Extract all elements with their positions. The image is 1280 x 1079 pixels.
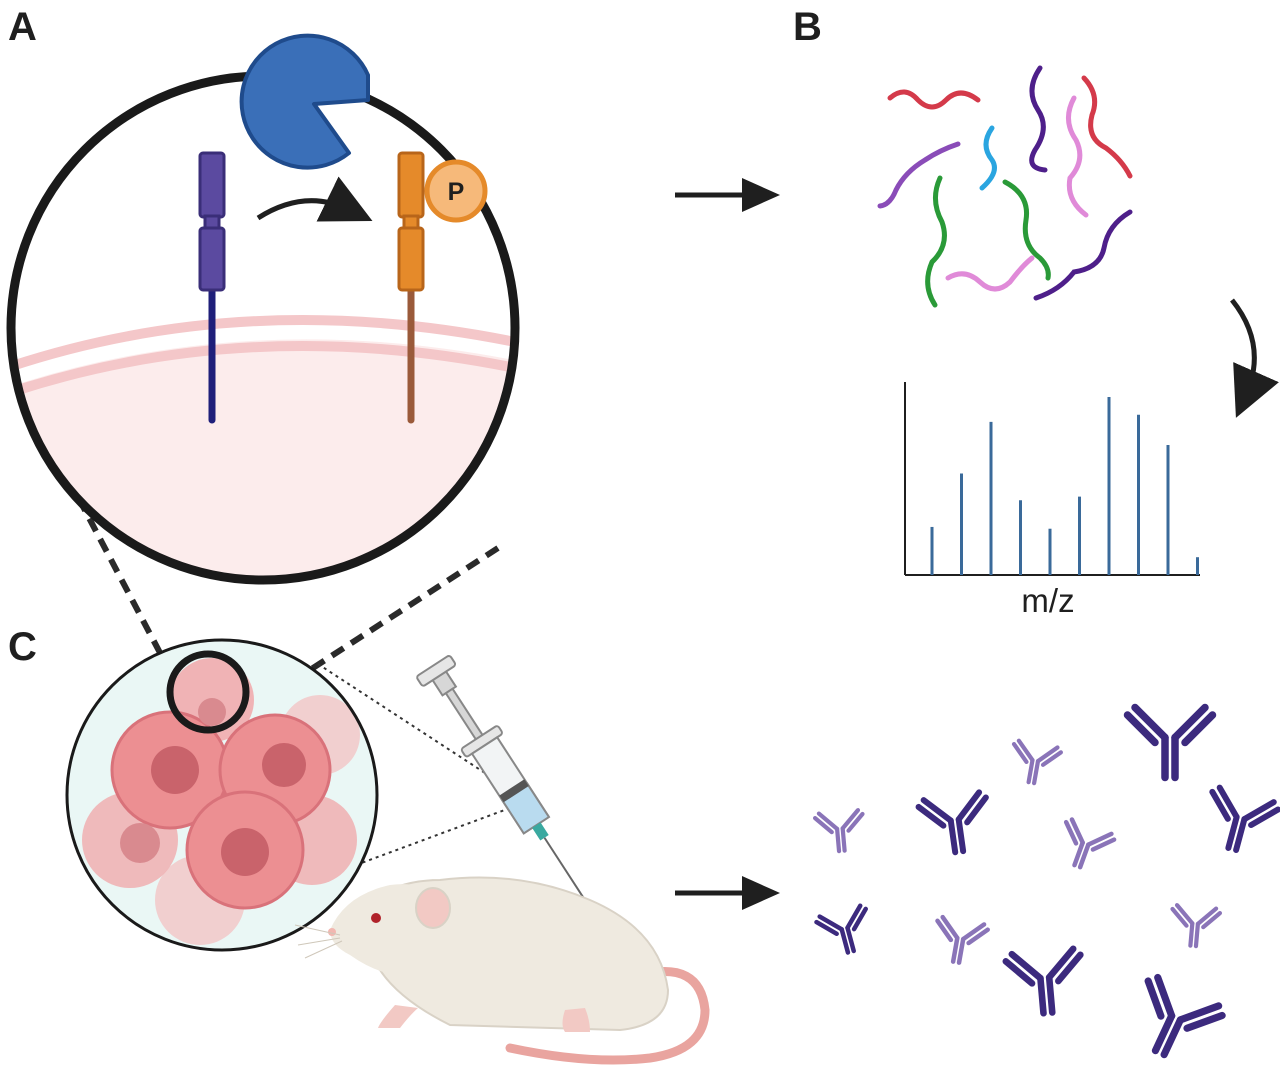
- mass-spectrum: m/z: [904, 382, 1200, 619]
- arrow-c-to-antibodies: [675, 876, 780, 910]
- mouse-icon: [294, 876, 710, 1065]
- membrane-inner: [11, 341, 515, 401]
- mouse-ear: [415, 887, 451, 929]
- antibody-icon: [1144, 973, 1226, 1059]
- spectrum-x-axis-label: m/z: [1021, 582, 1074, 619]
- antibody-icon: [812, 808, 865, 854]
- antibody-icon: [935, 914, 990, 965]
- tumor-zoom-dotted-lines: [317, 663, 511, 866]
- receptor-unphosphorylated: [198, 151, 226, 424]
- arrow-a-to-b: [675, 178, 780, 212]
- antibody-icon: [1002, 945, 1084, 1017]
- syringe-icon: [416, 655, 592, 910]
- phosphorylation-arrow: [256, 176, 373, 222]
- antibody-icon: [915, 789, 989, 856]
- zoom-region-circle: [166, 650, 250, 734]
- antibody-icon: [1123, 703, 1217, 782]
- curved-arrow-to-spectrum: [1230, 298, 1279, 418]
- mouse-tail: [505, 967, 710, 1065]
- kinase-enzyme-icon: [239, 33, 370, 170]
- antibody-icon: [1011, 738, 1063, 786]
- antibody-icon: [1209, 784, 1280, 854]
- panel-label-c: C: [8, 625, 37, 669]
- antibody-collection: [812, 703, 1280, 1059]
- membrane-outer: [11, 315, 515, 375]
- phosphate-label: P: [448, 178, 465, 206]
- peptide-fragments: [877, 65, 1133, 308]
- panel-label-a: A: [8, 5, 37, 49]
- antibody-icon: [1063, 817, 1117, 870]
- antibody-icon: [1170, 903, 1223, 949]
- tumor-cells: [65, 638, 379, 952]
- receptor-phosphorylated: [397, 151, 425, 424]
- phosphate-group: P: [424, 159, 488, 223]
- mouse-eye: [371, 913, 381, 923]
- panel-label-b: B: [793, 5, 822, 49]
- mouse-head: [330, 884, 443, 976]
- antibody-icon: [814, 903, 868, 955]
